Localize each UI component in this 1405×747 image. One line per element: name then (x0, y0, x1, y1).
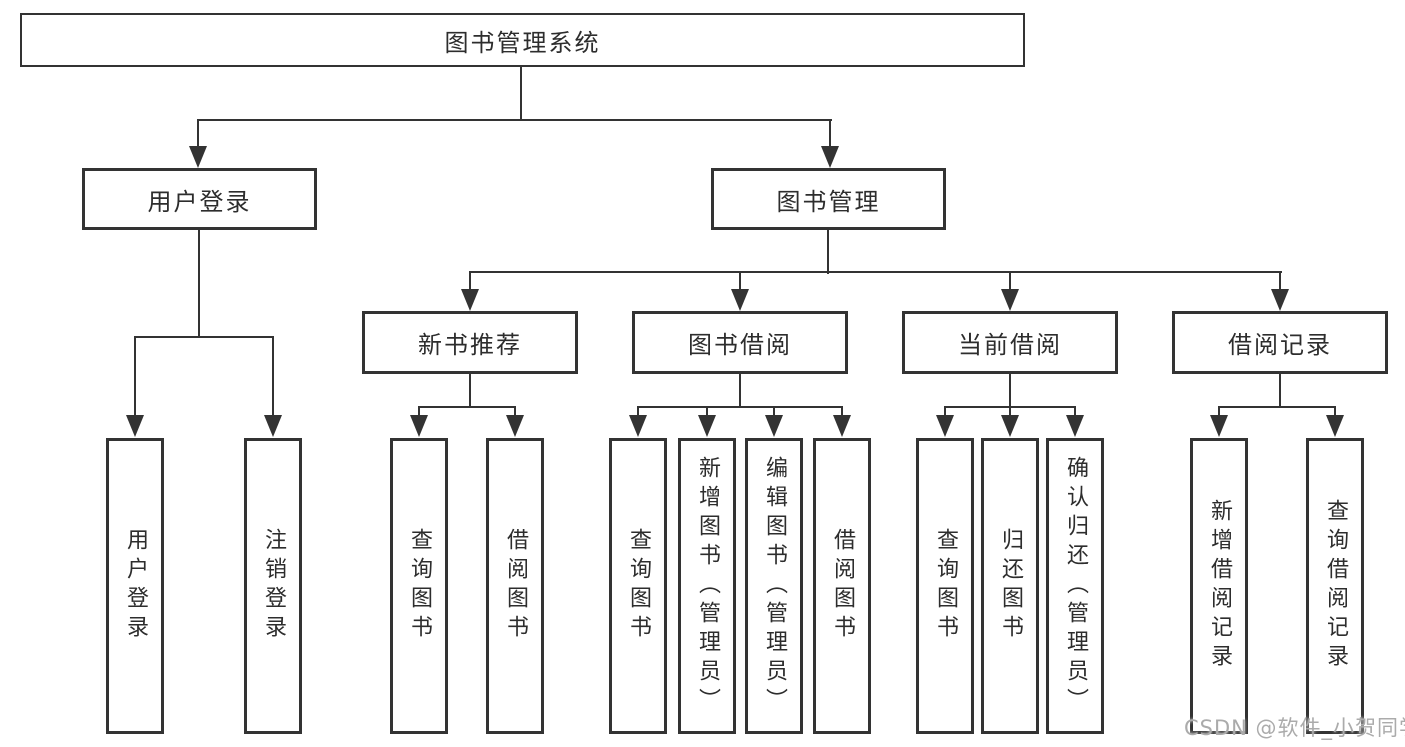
connector (134, 336, 136, 418)
leaf-query-borrow-record: 查询借阅记录 (1306, 438, 1364, 734)
connector (272, 336, 274, 418)
arrowhead (506, 415, 524, 437)
leaf-label: 确认归还（管理员） (1063, 455, 1088, 717)
leaf-confirm-return-admin: 确认归还（管理员） (1046, 438, 1104, 734)
leaf-add-book-admin: 新增图书（管理员） (678, 438, 736, 734)
connector (1009, 271, 1011, 293)
connector (198, 229, 200, 338)
connector (469, 271, 471, 293)
leaf-label: 查询图书 (933, 528, 958, 644)
arrowhead (731, 289, 749, 311)
connector (418, 406, 420, 418)
arrowhead (1001, 289, 1019, 311)
connector (469, 373, 471, 408)
connector (1009, 406, 1011, 418)
connector (739, 271, 741, 293)
leaf-return-book: 归还图书 (981, 438, 1039, 734)
leaf-label: 注销登录 (261, 528, 286, 644)
leaf-user-login: 用户登录 (106, 438, 164, 734)
connector (1074, 406, 1076, 418)
arrowhead (936, 415, 954, 437)
leaf-query-book-borrow: 查询图书 (609, 438, 667, 734)
leaf-label: 新增图书（管理员） (695, 455, 720, 717)
connector (1279, 271, 1281, 293)
leaf-add-borrow-record: 新增借阅记录 (1190, 438, 1248, 734)
connector (773, 406, 775, 418)
group-new-book-recommend: 新书推荐 (362, 311, 578, 374)
arrowhead (264, 415, 282, 437)
arrowhead (410, 415, 428, 437)
arrowhead (833, 415, 851, 437)
connector (197, 119, 832, 121)
leaf-label: 查询图书 (626, 528, 651, 644)
leaf-edit-book-admin: 编辑图书（管理员） (745, 438, 803, 734)
connector (637, 406, 843, 408)
connector (520, 66, 522, 121)
arrowhead (1001, 415, 1019, 437)
group-book-borrow: 图书借阅 (632, 311, 848, 374)
arrowhead (765, 415, 783, 437)
connector (1334, 406, 1336, 418)
connector (418, 406, 516, 408)
node-user-login-branch: 用户登录 (82, 168, 317, 230)
leaf-logout-login: 注销登录 (244, 438, 302, 734)
group-current-borrow: 当前借阅 (902, 311, 1118, 374)
connector (829, 119, 831, 149)
node-root-system: 图书管理系统 (20, 13, 1025, 67)
connector (739, 373, 741, 408)
connector (706, 406, 708, 418)
watermark: CSDN @软件_小贺同学 (1184, 716, 1405, 740)
leaf-label: 新增借阅记录 (1207, 499, 1232, 673)
connector (827, 229, 829, 274)
leaf-label: 用户登录 (123, 528, 148, 644)
leaf-label: 查询图书 (407, 528, 432, 644)
leaf-label: 借阅图书 (830, 528, 855, 644)
leaf-query-book-current: 查询图书 (916, 438, 974, 734)
connector (1218, 406, 1220, 418)
group-borrow-records: 借阅记录 (1172, 311, 1388, 374)
leaf-label: 归还图书 (998, 528, 1023, 644)
arrowhead (461, 289, 479, 311)
leaf-label: 借阅图书 (503, 528, 528, 644)
arrowhead (1271, 289, 1289, 311)
connector (469, 271, 1282, 273)
leaf-borrow-book-recommend: 借阅图书 (486, 438, 544, 734)
arrowhead (1326, 415, 1344, 437)
connector (134, 336, 274, 338)
node-book-management-branch: 图书管理 (711, 168, 946, 230)
arrowhead (1066, 415, 1084, 437)
arrowhead (821, 146, 839, 168)
arrowhead (698, 415, 716, 437)
arrowhead (189, 146, 207, 168)
connector (944, 406, 946, 418)
connector (637, 406, 639, 418)
arrowhead (1210, 415, 1228, 437)
arrowhead (126, 415, 144, 437)
connector (514, 406, 516, 418)
leaf-borrow-book: 借阅图书 (813, 438, 871, 734)
leaf-label: 编辑图书（管理员） (762, 455, 787, 717)
connector (197, 119, 199, 149)
leaf-query-book-recommend: 查询图书 (390, 438, 448, 734)
connector (1279, 373, 1281, 408)
connector (1009, 373, 1011, 408)
arrowhead (629, 415, 647, 437)
leaf-label: 查询借阅记录 (1323, 499, 1348, 673)
connector (841, 406, 843, 418)
connector (1218, 406, 1336, 408)
